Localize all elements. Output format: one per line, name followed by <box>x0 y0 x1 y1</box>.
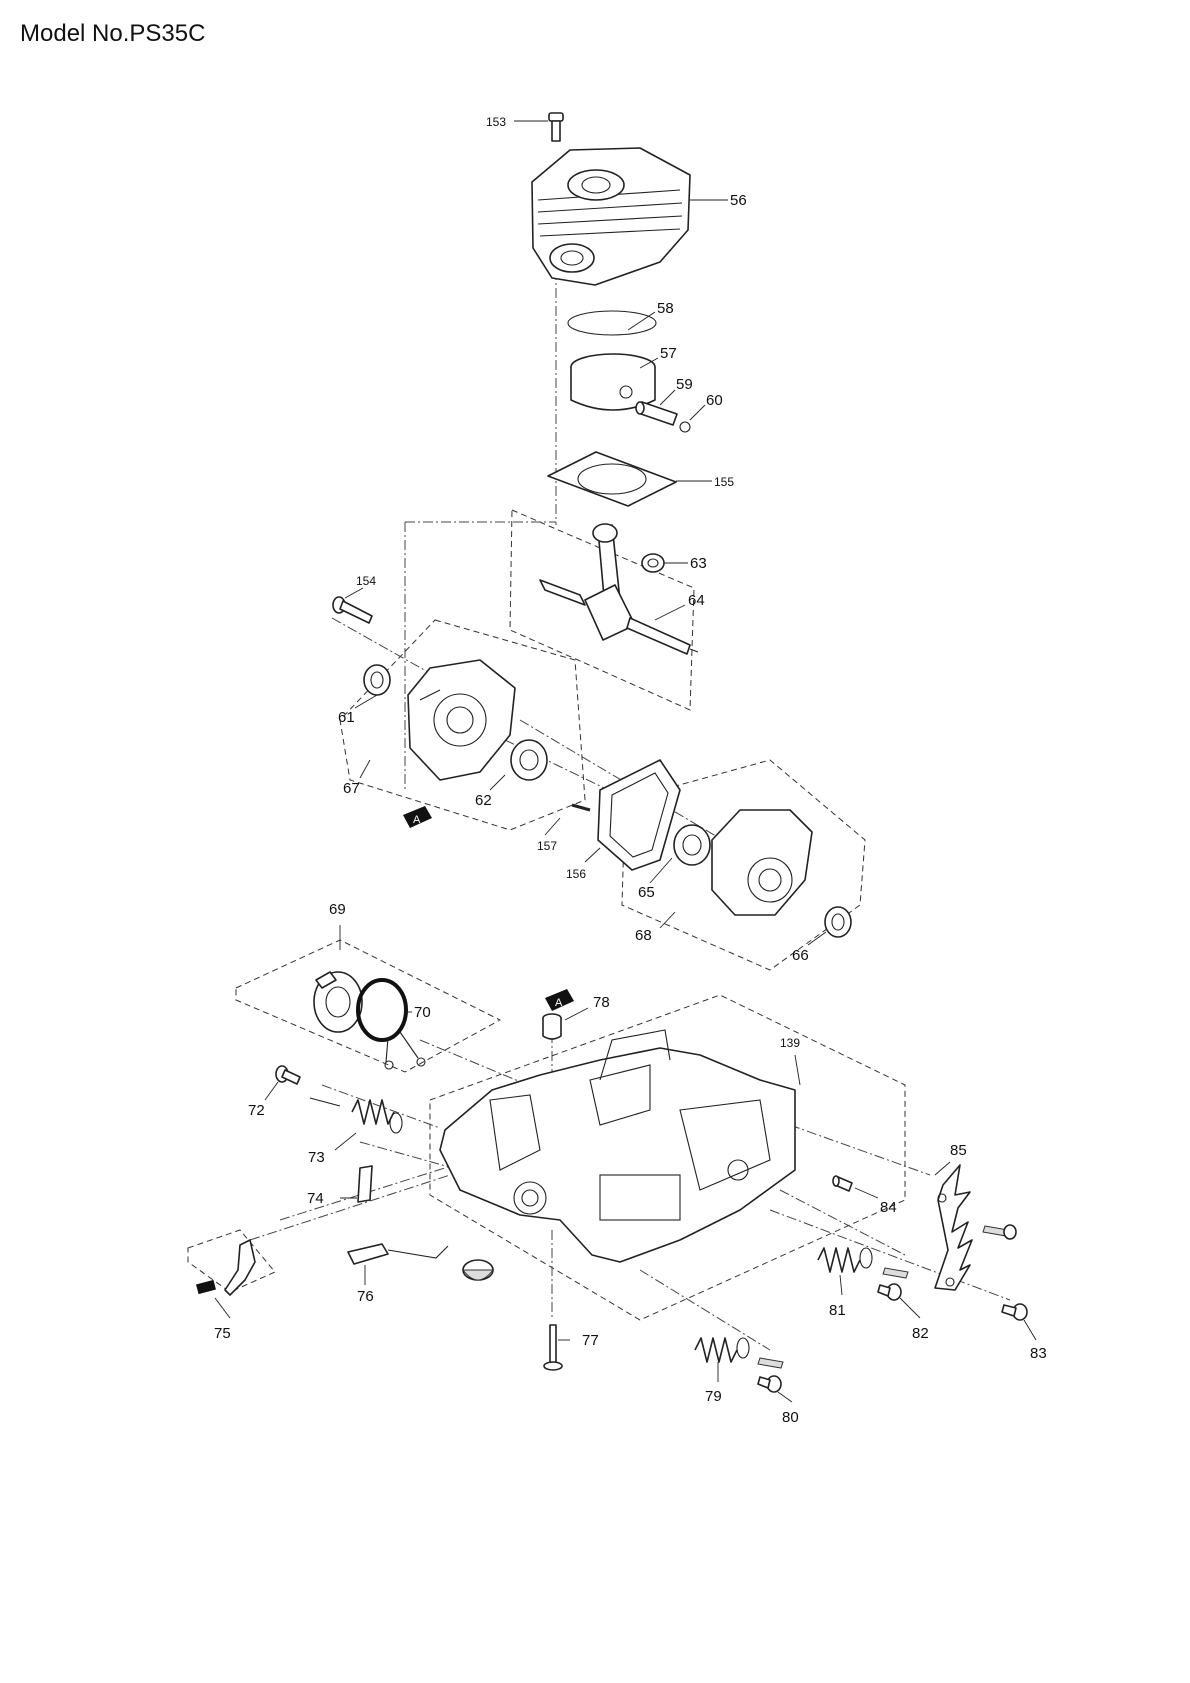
part-label-60: 60 <box>706 392 723 409</box>
part-label-81: 81 <box>829 1302 846 1319</box>
part-label-77: 77 <box>582 1332 599 1349</box>
crankcase-right-part <box>711 809 813 916</box>
part-label-62: 62 <box>475 792 492 809</box>
piston-part <box>570 353 656 411</box>
part-label-68: 68 <box>635 927 652 944</box>
bolt-82-part <box>877 1283 902 1301</box>
spring-81-part <box>817 1247 873 1273</box>
oil-seal-right-part <box>824 906 852 938</box>
part-label-82: 82 <box>912 1325 929 1342</box>
part-label-73: 73 <box>308 1149 325 1166</box>
piston-pin-part <box>635 401 678 426</box>
part-label-139: 139 <box>780 1036 800 1050</box>
spike-screw-upper <box>982 1224 1017 1240</box>
part-label-85: 85 <box>950 1142 967 1159</box>
bumper-spike-part <box>934 1164 973 1291</box>
crankcase-gasket-part <box>597 759 681 871</box>
part-label-56: 56 <box>730 192 747 209</box>
spring-79-part <box>694 1337 750 1363</box>
leader-lines <box>214 120 1037 1403</box>
oil-pump-part <box>313 971 363 1033</box>
needle-bearing-part <box>641 553 665 573</box>
part-label-59: 59 <box>676 376 693 393</box>
lever-75-part <box>196 1239 256 1296</box>
part-label-75: 75 <box>214 1325 231 1342</box>
part-label-155: 155 <box>714 475 734 489</box>
part-label-63: 63 <box>690 555 707 572</box>
part-label-84: 84 <box>880 1199 897 1216</box>
part-label-64: 64 <box>688 592 705 609</box>
circlip-part <box>679 421 691 433</box>
part-label-76: 76 <box>357 1288 374 1305</box>
part-label-157: 157 <box>537 839 557 853</box>
reference-marker-lower: A <box>545 989 574 1011</box>
part-label-156: 156 <box>566 867 586 881</box>
cylinder-part <box>531 112 691 286</box>
part-labels: 153 56 58 57 59 60 155 63 154 64 61 67 6… <box>214 115 1047 1426</box>
part-label-83: 83 <box>1030 1345 1047 1362</box>
part-label-58: 58 <box>657 300 674 317</box>
part-label-67: 67 <box>343 780 360 797</box>
part-label-74: 74 <box>307 1190 324 1207</box>
spring-81-screw <box>882 1267 909 1279</box>
reference-marker-upper-label: A <box>413 814 421 826</box>
bearing-right-part <box>673 824 711 866</box>
spring-73-part <box>309 1097 403 1134</box>
reference-marker-upper: A <box>403 806 432 828</box>
bolt-80-part <box>757 1375 782 1393</box>
cylinder-gasket-part <box>547 451 677 507</box>
crankshaft-part <box>539 523 699 655</box>
main-housing-part <box>439 1029 796 1263</box>
plate-74-part <box>357 1165 373 1203</box>
crankcase-left-part <box>407 659 516 781</box>
spring-79-screw <box>757 1357 784 1369</box>
part-label-72: 72 <box>248 1102 265 1119</box>
reference-marker-lower-label: A <box>555 997 563 1009</box>
part-label-65: 65 <box>638 884 655 901</box>
model-title: Model No.PS35C <box>20 20 206 47</box>
part-label-78: 78 <box>593 994 610 1011</box>
part-label-154: 154 <box>356 574 376 588</box>
oil-hose-part <box>356 978 426 1070</box>
part-label-66: 66 <box>792 947 809 964</box>
bolt-72-part <box>275 1065 301 1085</box>
primer-bulb-part <box>461 1259 495 1281</box>
rod-76-part <box>347 1243 449 1265</box>
part-label-70: 70 <box>414 1004 431 1021</box>
part-label-153: 153 <box>486 115 506 129</box>
oil-seal-left-part <box>363 664 391 696</box>
part-label-69: 69 <box>329 901 346 918</box>
bolt-154-part <box>332 596 373 624</box>
bolt-77-part <box>543 1324 563 1371</box>
bolt-83-part <box>1001 1303 1028 1321</box>
part-label-80: 80 <box>782 1409 799 1426</box>
piston-ring-part <box>567 310 657 336</box>
dowel-pin-part <box>571 803 591 812</box>
part-label-61: 61 <box>338 709 355 726</box>
part-label-79: 79 <box>705 1388 722 1405</box>
bearing-left-part <box>510 739 548 781</box>
bolt-84-part <box>832 1175 853 1192</box>
part-label-57: 57 <box>660 345 677 362</box>
sleeve-part <box>542 1013 562 1040</box>
